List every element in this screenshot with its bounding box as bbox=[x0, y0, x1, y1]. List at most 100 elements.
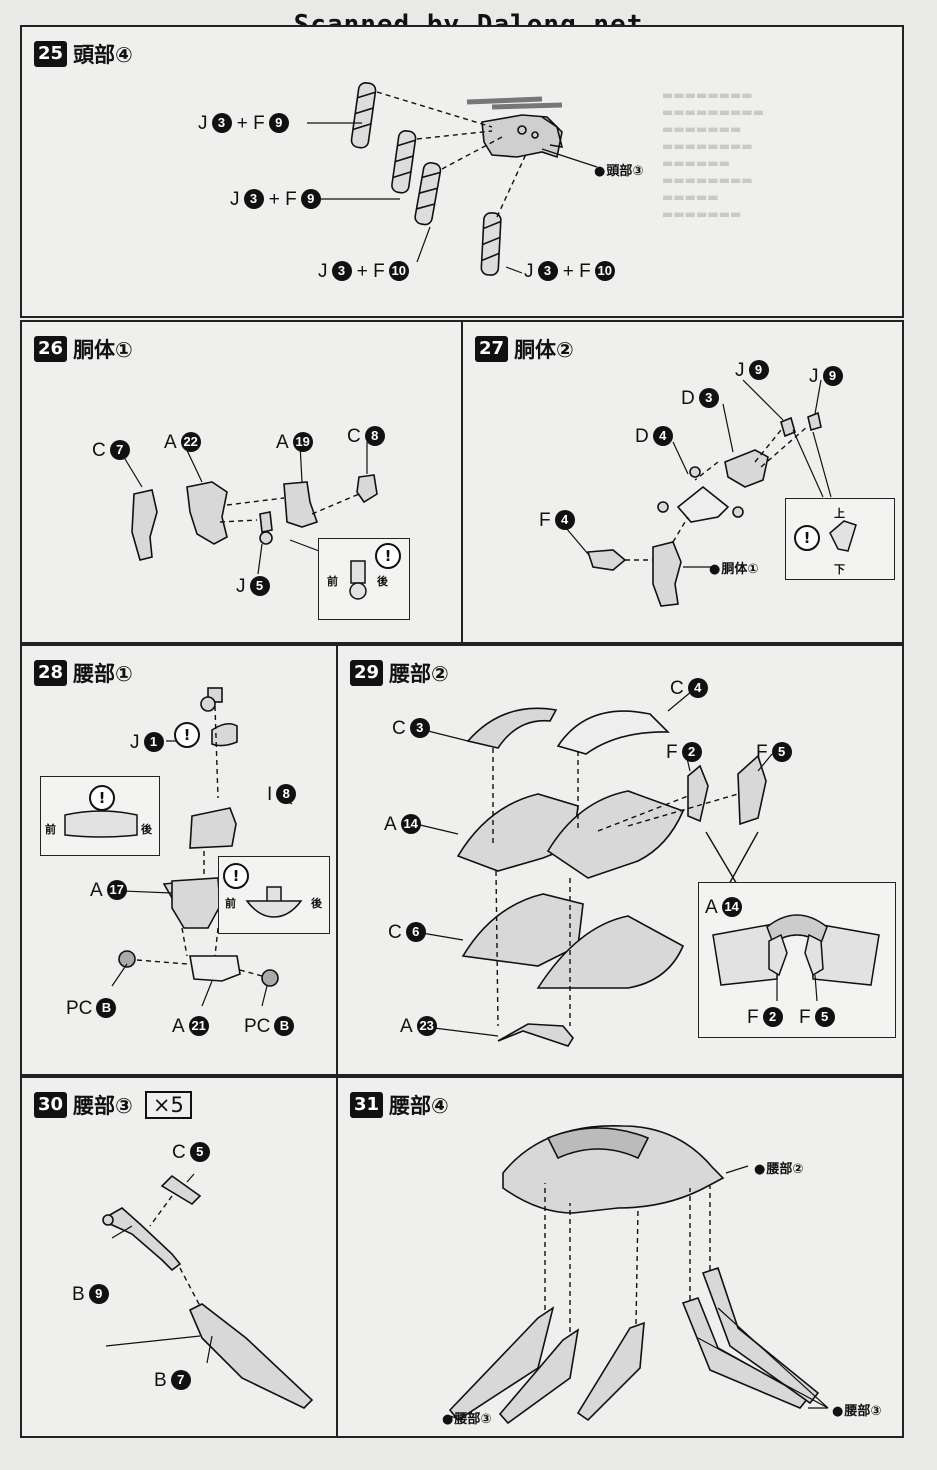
blade-part bbox=[701, 1266, 820, 1405]
step-name: 腰部③ bbox=[73, 1094, 133, 1118]
orientation-inset: ! 前 後 bbox=[318, 538, 410, 620]
hip-part bbox=[189, 955, 241, 982]
top-label: 上 bbox=[834, 507, 845, 520]
torso-part bbox=[652, 541, 682, 607]
step-title: 31 腰部④ bbox=[350, 1090, 449, 1120]
bracket-part bbox=[807, 411, 822, 432]
step-31-illustration bbox=[448, 1125, 829, 1425]
pc-joint bbox=[118, 950, 136, 968]
step-name: 腰部② bbox=[389, 662, 449, 686]
cylinder-part bbox=[350, 82, 377, 149]
step-26-illustration bbox=[121, 442, 378, 575]
skirt-part bbox=[461, 893, 584, 967]
subassembly-callout: 頭部③ bbox=[594, 160, 643, 179]
step-30-illustration bbox=[102, 1173, 314, 1409]
step-number: 31 bbox=[350, 1092, 384, 1118]
back-label: 後 bbox=[377, 575, 388, 588]
step-29-illustration bbox=[415, 685, 773, 1047]
hip-part bbox=[189, 807, 237, 849]
step-number: 29 bbox=[350, 660, 384, 686]
step-25-illustration bbox=[307, 82, 598, 276]
orientation-inset: ! 前 後 bbox=[40, 776, 160, 856]
step-25-panel: 25 頭部④ ▬▬▬▬▬▬▬▬▬▬▬▬▬▬▬▬▬▬▬▬▬▬▬▬▬▬▬▬▬▬▬▬▬… bbox=[20, 25, 904, 318]
step-name: 胴体① bbox=[73, 338, 133, 362]
step-number: 27 bbox=[475, 336, 509, 362]
head-assembly bbox=[466, 96, 564, 159]
bust-part bbox=[586, 549, 627, 571]
step-27-illustration bbox=[560, 379, 832, 607]
step-title: 26 胴体① bbox=[34, 334, 133, 364]
step-31-panel: 31 腰部④ 腰部② 腰部③ 腰部③ bbox=[336, 1076, 904, 1438]
step-number: 28 bbox=[34, 660, 68, 686]
torso-part bbox=[186, 481, 228, 545]
torso-part bbox=[283, 481, 319, 528]
side-plate bbox=[687, 764, 709, 823]
pc-joint bbox=[261, 969, 279, 987]
step-title: 27 胴体② bbox=[475, 334, 574, 364]
step-title: 29 腰部② bbox=[350, 658, 449, 688]
blade-part bbox=[576, 1321, 645, 1422]
subassembly-callout: 腰部② bbox=[754, 1158, 803, 1177]
torso-part bbox=[131, 489, 158, 561]
armor-plate bbox=[556, 710, 670, 755]
skirt-part bbox=[536, 915, 685, 989]
connector-part bbox=[497, 1023, 574, 1047]
step-number: 30 bbox=[34, 1092, 68, 1118]
side-plate bbox=[737, 754, 767, 826]
cap-part bbox=[171, 877, 221, 929]
orientation-inset: ! 上 下 bbox=[785, 498, 895, 580]
step-name: 腰部④ bbox=[389, 1094, 449, 1118]
step-title: 30 腰部③ ×5 bbox=[34, 1090, 192, 1120]
cylinder-part bbox=[414, 161, 442, 226]
front-label: 前 bbox=[327, 575, 338, 588]
chest-part bbox=[724, 449, 769, 488]
step-28-illustration bbox=[111, 687, 293, 1007]
step-name: 頭部④ bbox=[73, 43, 133, 67]
subassembly-callout: 胴体① bbox=[709, 558, 758, 577]
back-label: 後 bbox=[141, 823, 152, 836]
step-27-panel: 27 胴体② J9 J9 D3 D4 F4 胴体① ! 上 下 bbox=[461, 320, 904, 644]
skirt-part bbox=[546, 790, 685, 879]
step-name: 胴体② bbox=[514, 338, 574, 362]
front-label: 前 bbox=[45, 823, 56, 836]
blade-part bbox=[498, 1328, 580, 1425]
blade-part bbox=[448, 1306, 555, 1422]
torso-part bbox=[356, 474, 378, 504]
bracket-part bbox=[780, 416, 796, 438]
background-bleed: ▬▬▬▬▬▬▬▬▬▬▬▬▬▬▬▬▬▬▬▬▬▬▬▬▬▬▬▬▬▬▬▬▬▬▬▬▬▬▬▬… bbox=[662, 88, 765, 221]
cylinder-part bbox=[391, 130, 417, 194]
blade-cap bbox=[160, 1174, 202, 1206]
warning-icon: ! bbox=[89, 785, 115, 811]
step-title: 25 頭部④ bbox=[34, 39, 133, 69]
warning-icon: ! bbox=[174, 722, 200, 748]
subassembly-callout: 腰部③ bbox=[442, 1408, 491, 1427]
